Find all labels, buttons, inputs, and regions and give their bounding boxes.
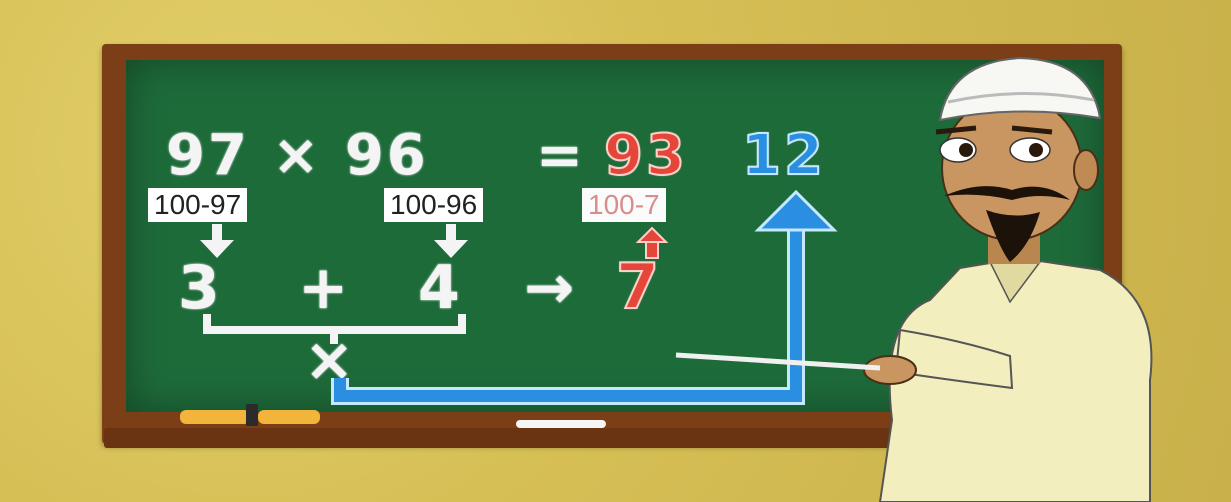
pointer-stick bbox=[675, 352, 881, 371]
box-100-minus-97: 100-97 bbox=[148, 188, 248, 222]
bracket-line bbox=[203, 314, 466, 334]
blue-arrow-path bbox=[331, 220, 805, 405]
arrow-right: → bbox=[524, 253, 578, 323]
chalk-ledge bbox=[104, 428, 1120, 448]
digit-4: 4 bbox=[418, 253, 463, 323]
eraser-handle bbox=[246, 404, 258, 426]
teacher-figure bbox=[863, 56, 1153, 502]
eraser-left bbox=[180, 410, 250, 424]
result-part2: 12 bbox=[741, 123, 826, 188]
result-part1: 93 bbox=[603, 123, 688, 188]
white-chalk bbox=[516, 420, 606, 428]
down-arrow-icon bbox=[434, 224, 468, 258]
plus-sign: + bbox=[298, 253, 352, 323]
equation-equals: = bbox=[536, 123, 586, 188]
digit-3: 3 bbox=[178, 253, 223, 323]
eraser-right bbox=[258, 410, 320, 424]
box-100-minus-96: 100-96 bbox=[384, 188, 484, 222]
box-100-minus-7: 100-7 bbox=[582, 188, 666, 222]
down-arrow-icon bbox=[200, 224, 234, 258]
up-arrow-icon bbox=[754, 189, 838, 232]
sum-7: 7 bbox=[615, 250, 663, 323]
up-arrow-icon bbox=[635, 226, 669, 259]
blue-arrow-line bbox=[334, 220, 802, 402]
equation-left: 97 × 96 bbox=[166, 123, 429, 188]
